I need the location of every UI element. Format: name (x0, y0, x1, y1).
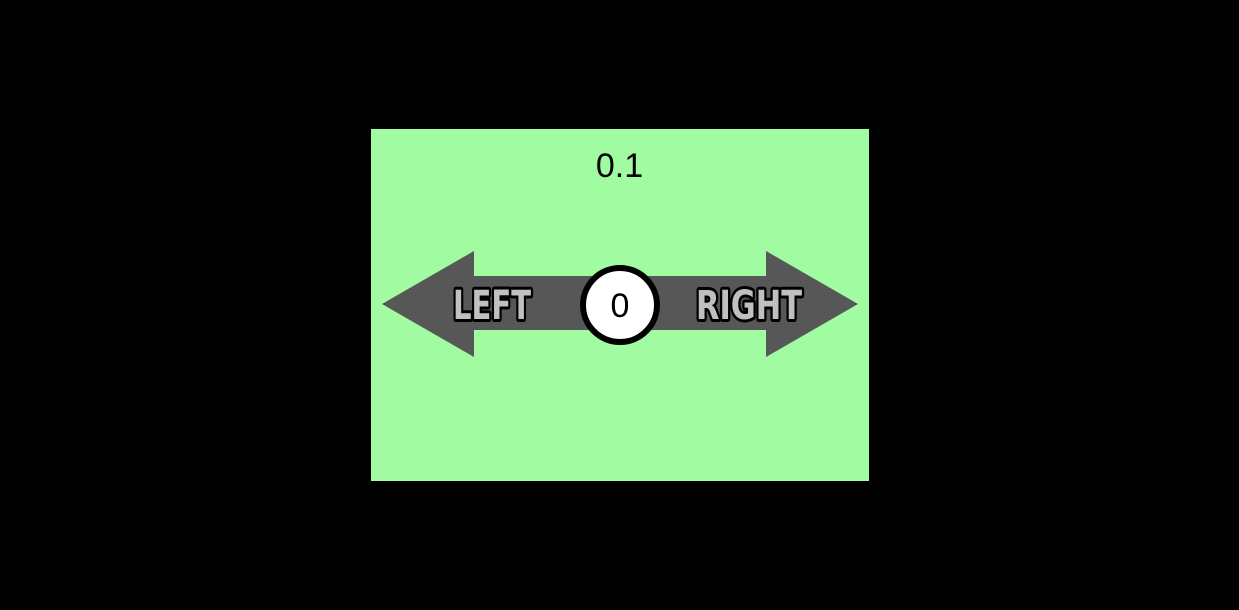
game-stage: 0.1 LEFT RIGHT 0 (370, 129, 869, 481)
counter-circle (579, 265, 660, 345)
variable-value-display: 0.1 (595, 147, 644, 185)
right-arrow-label[interactable]: RIGHT (693, 280, 806, 332)
counter-value: 0 (610, 287, 629, 325)
left-arrow-label[interactable]: LEFT (450, 280, 535, 332)
direction-arrow-control: LEFT RIGHT 0 (381, 251, 858, 357)
